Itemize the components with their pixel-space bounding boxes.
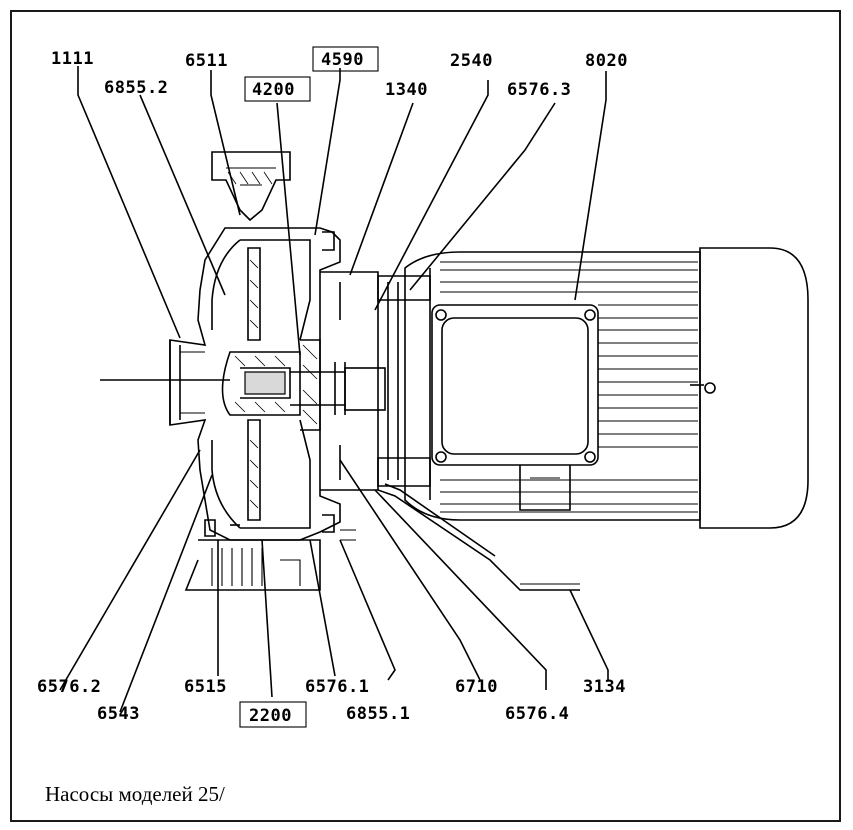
callout-6511: 6511	[185, 51, 228, 71]
figure-caption: Насосы моделей 25/	[45, 782, 225, 806]
boxed-label-frames	[239, 46, 379, 728]
leader-lines	[59, 66, 609, 713]
shaft-and-lantern	[290, 271, 580, 591]
drawing-frame	[10, 10, 841, 822]
callout-6855-1: 6855.1	[346, 704, 410, 724]
callout-1340: 1340	[385, 80, 428, 100]
callout-2540: 2540	[450, 51, 493, 71]
callout-4200: 4200	[252, 80, 295, 100]
callout-6576-3: 6576.3	[507, 80, 571, 100]
callout-6576-1: 6576.1	[305, 677, 369, 697]
callout-4590: 4590	[321, 50, 364, 70]
callout-6710: 6710	[455, 677, 498, 697]
pump-casing	[100, 151, 356, 541]
pump-foot	[184, 539, 321, 591]
callout-6576-2: 6576.2	[37, 677, 101, 697]
callout-6515: 6515	[184, 677, 227, 697]
callout-6855-2: 6855.2	[104, 78, 168, 98]
electric-motor	[377, 247, 809, 529]
callout-1111: 1111	[51, 49, 94, 69]
callout-2200: 2200	[249, 706, 292, 726]
callout-3134: 3134	[583, 677, 626, 697]
callout-6543: 6543	[97, 704, 140, 724]
callout-6576-4: 6576.4	[505, 704, 569, 724]
callout-8020: 8020	[585, 51, 628, 71]
callout-labels: 1111 6855.2 6511 4590 4200 1340 2540 657…	[37, 49, 628, 726]
